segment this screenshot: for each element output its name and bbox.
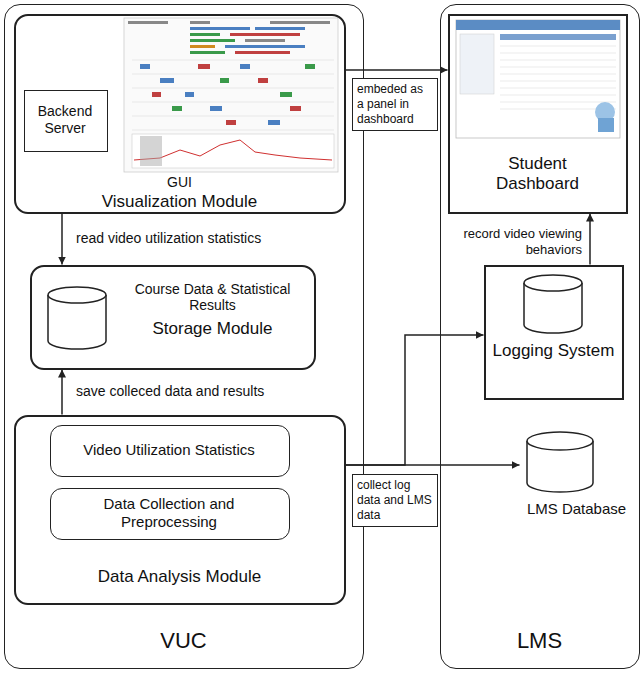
connector-arrow [346,335,484,465]
connector-arrow [589,214,591,265]
node-title: Video Utilization Statistics [55,441,283,459]
node-title: Student Dashboard [473,154,603,195]
edge-label: read video utilization statistics [74,230,344,248]
node-title: Visualization Module [14,192,346,212]
connector-arrow [346,464,520,466]
database-cylinder-top [48,287,106,303]
connector-arrow [346,69,448,71]
node-title: Storage Module [118,319,308,339]
node-title: LMS Database [520,500,634,518]
component-box: Data Collection and Preprocessing [50,488,290,540]
edge-label: save colleced data and results [74,383,344,401]
dashboard-box: Student Dashboard [448,14,628,214]
node-title: Logging System [488,341,620,361]
dashboard-screenshot [456,20,620,138]
node-title: LMS [440,628,640,654]
system-container: LMS Student DashboardLogging SystemLMS Da… [440,4,640,669]
connector-arrow [61,214,63,265]
system-container: VUC GUIVisualization Module Backend Server… [4,4,364,669]
database-cylinder-top [527,432,593,450]
server-box: Backend Server [24,90,108,152]
connector-arrow [61,370,63,415]
node-text: GUI [14,174,346,191]
edge-label: embeded as a panel in dashboard [352,78,438,131]
module-box: Data Analysis Module Video Utilization St… [14,415,346,605]
gui-screenshot [124,18,338,172]
node-text: Course Data & Statistical Results [118,281,308,315]
component-box: Video Utilization Statistics [50,425,290,477]
node-title: Data Analysis Module [14,567,346,587]
node-title: VUC [4,628,364,654]
module-box: GUIVisualization Module Backend Server [14,14,346,214]
database-node: LMS Database [520,430,634,540]
module-box: Course Data & Statistical ResultsStorage… [30,265,316,370]
edge-label: collect log data and LMS data [352,474,438,527]
node-title: Data Collection and Preprocessing [55,495,283,531]
logging-box: Logging System [484,265,624,400]
node-title: Backend Server [25,103,105,137]
database-cylinder-top [524,275,582,291]
edge-label: record video viewing behaviors [448,226,584,259]
